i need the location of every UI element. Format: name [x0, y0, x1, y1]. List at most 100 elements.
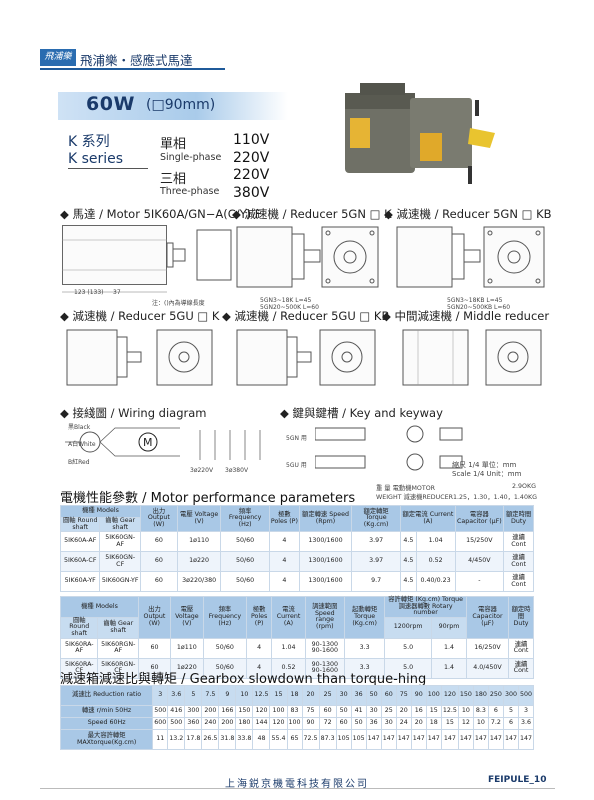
table-cell: 60 — [318, 705, 337, 718]
table-cell: 147 — [472, 729, 489, 750]
table-cell: 4.0/450V — [465, 657, 510, 679]
table-cell: 83 — [286, 705, 303, 718]
table-cell: 15 — [269, 685, 288, 706]
header-title: 飛浦樂・感應式馬達 — [80, 53, 193, 68]
table-cell: 9 — [218, 685, 237, 706]
phase-single-zh: 單相 — [160, 137, 187, 152]
table-cell: 24 — [395, 717, 412, 730]
table-cell: 147 — [425, 729, 442, 750]
table-cell: 9.7 — [350, 571, 402, 593]
table-cell: 1.04 — [415, 531, 456, 553]
table-cell: 10 — [472, 717, 489, 730]
table-cell: 1300/1600 — [299, 531, 352, 553]
note-gnk: 5GN3~18K L=45 5GN20~500K L=60 — [260, 297, 319, 311]
label-reducer-gukb: ◆ 減速機 / Reducer 5GU □ KB — [222, 309, 390, 323]
table-cell: 60 — [139, 551, 178, 573]
table-cell: 166 — [218, 705, 237, 718]
perf-h-duty: 額定時間 Duty — [503, 504, 534, 533]
table-cell: 5IK60A-CF — [59, 551, 101, 573]
table-cell: 12.5 — [440, 705, 459, 718]
drawing-reducer-guk — [66, 329, 213, 386]
table-cell: 147 — [457, 729, 474, 750]
table-cell: 1ø220 — [176, 551, 222, 573]
table-cell: 147 — [517, 729, 535, 750]
table-cell: 75 — [395, 685, 412, 706]
table-cell: 15 — [425, 705, 442, 718]
wire-red: B紅Red — [68, 459, 90, 466]
brand-logo: 飛浦樂 — [40, 49, 76, 66]
table-cell: 6 — [487, 705, 504, 718]
table-cell: 180 — [472, 685, 489, 706]
table-cell: 25 — [318, 685, 337, 706]
table-cell: 30 — [365, 705, 382, 718]
label-reducer-gnkb: ◆ 減速機 / Reducer 5GN □ KB — [384, 207, 552, 221]
table-cell: 3 — [152, 685, 169, 706]
table-cell: 20 — [410, 717, 427, 730]
motor-note: 注：()內為導線長度 — [152, 300, 205, 307]
footer-company: 上海鋭京機電科技有限公司 — [225, 779, 369, 790]
table-cell: 連續 Cont — [503, 571, 534, 593]
table-cell: 12.5 — [252, 685, 271, 706]
table-cell: 0.52 — [271, 657, 306, 679]
table-cell: 5IK60GN-AF — [99, 531, 141, 553]
table-row-header: 最大容許轉矩 MAXtorque(Kg.cm) — [59, 729, 154, 750]
table-cell: 10 — [457, 705, 474, 718]
table-cell: 240 — [201, 717, 220, 730]
table-cell: 60 — [138, 637, 171, 659]
speed-h-torque: 起動轉矩 Torque (Kg.cm) — [344, 596, 386, 639]
table-cell: 50/60 — [202, 637, 247, 659]
table-cell: 5IK60RA-AF — [59, 637, 99, 659]
table-cell: 0.52 — [415, 551, 456, 573]
table-cell: 360 — [184, 717, 203, 730]
table-cell: 0.40/0.23 — [415, 571, 456, 593]
table-cell: 55.4 — [269, 729, 288, 750]
perf-h-capacitor: 電容器 Capacitor (μF) — [454, 504, 505, 533]
table-cell: 60 — [139, 531, 178, 553]
page-subtitle: (□90mm) — [146, 97, 216, 113]
footer-divider — [40, 788, 555, 789]
volt-220: 220V — [233, 150, 270, 166]
table-cell: 100 — [286, 717, 303, 730]
scale-en: Scale 1/4 Unit：mm — [452, 470, 522, 478]
table-cell: 90-1300 90-1600 — [304, 657, 346, 679]
table-cell: 30 — [335, 685, 352, 706]
table-cell: 50 — [335, 705, 352, 718]
table-cell: 20 — [301, 685, 320, 706]
series-en: K series — [68, 151, 124, 167]
table-cell: 連續 Cont — [503, 551, 534, 573]
scale-zh: 縮尺 1/4 單位：mm — [452, 461, 517, 469]
label-reducer-guk: ◆ 減速機 / Reducer 5GU □ K — [60, 309, 220, 323]
table-cell: 1300/1600 — [299, 571, 352, 593]
table-cell: 90-1300 90-1600 — [304, 637, 346, 659]
table-cell: 連續 Cont — [508, 657, 534, 679]
wiring-diagram: M — [65, 427, 261, 460]
weight-line2: WEIGHT 減速機REDUCER1.25，1.30，1.40，1.40KG — [376, 494, 537, 501]
table-cell: 連續 Cont — [508, 637, 534, 659]
speed-h-allow: 容許轉矩 (Kg.cm) Torque 調速器轉數 Rotary number — [384, 596, 467, 618]
table-cell: 500 — [167, 717, 186, 730]
table-cell: 60 — [139, 571, 178, 593]
table-cell: 26.5 — [201, 729, 220, 750]
table-cell: 50/60 — [220, 551, 270, 573]
perf-h-torque: 額定轉矩 Torque (Kg.cm) — [350, 504, 402, 533]
table-cell: 60 — [335, 717, 352, 730]
table-cell: 1ø220 — [169, 657, 204, 679]
table-cell: 3.6 — [517, 717, 535, 730]
table-cell: 1300/1600 — [299, 551, 352, 573]
table-cell: 5IK60GN-YF — [99, 571, 141, 593]
drawing-motor — [62, 229, 232, 293]
performance-table: 機種 Models 出力 Output (W) 電壓 Voltage (V) 頻… — [59, 504, 534, 593]
table-cell: 5IK60GN-CF — [99, 551, 141, 573]
table-cell: 90 — [301, 717, 320, 730]
speed-h-gear: 齒軸 Gear shaft — [97, 616, 140, 639]
table-cell: 13.2 — [167, 729, 186, 750]
speed-h-models: 機種 Models — [59, 596, 140, 618]
